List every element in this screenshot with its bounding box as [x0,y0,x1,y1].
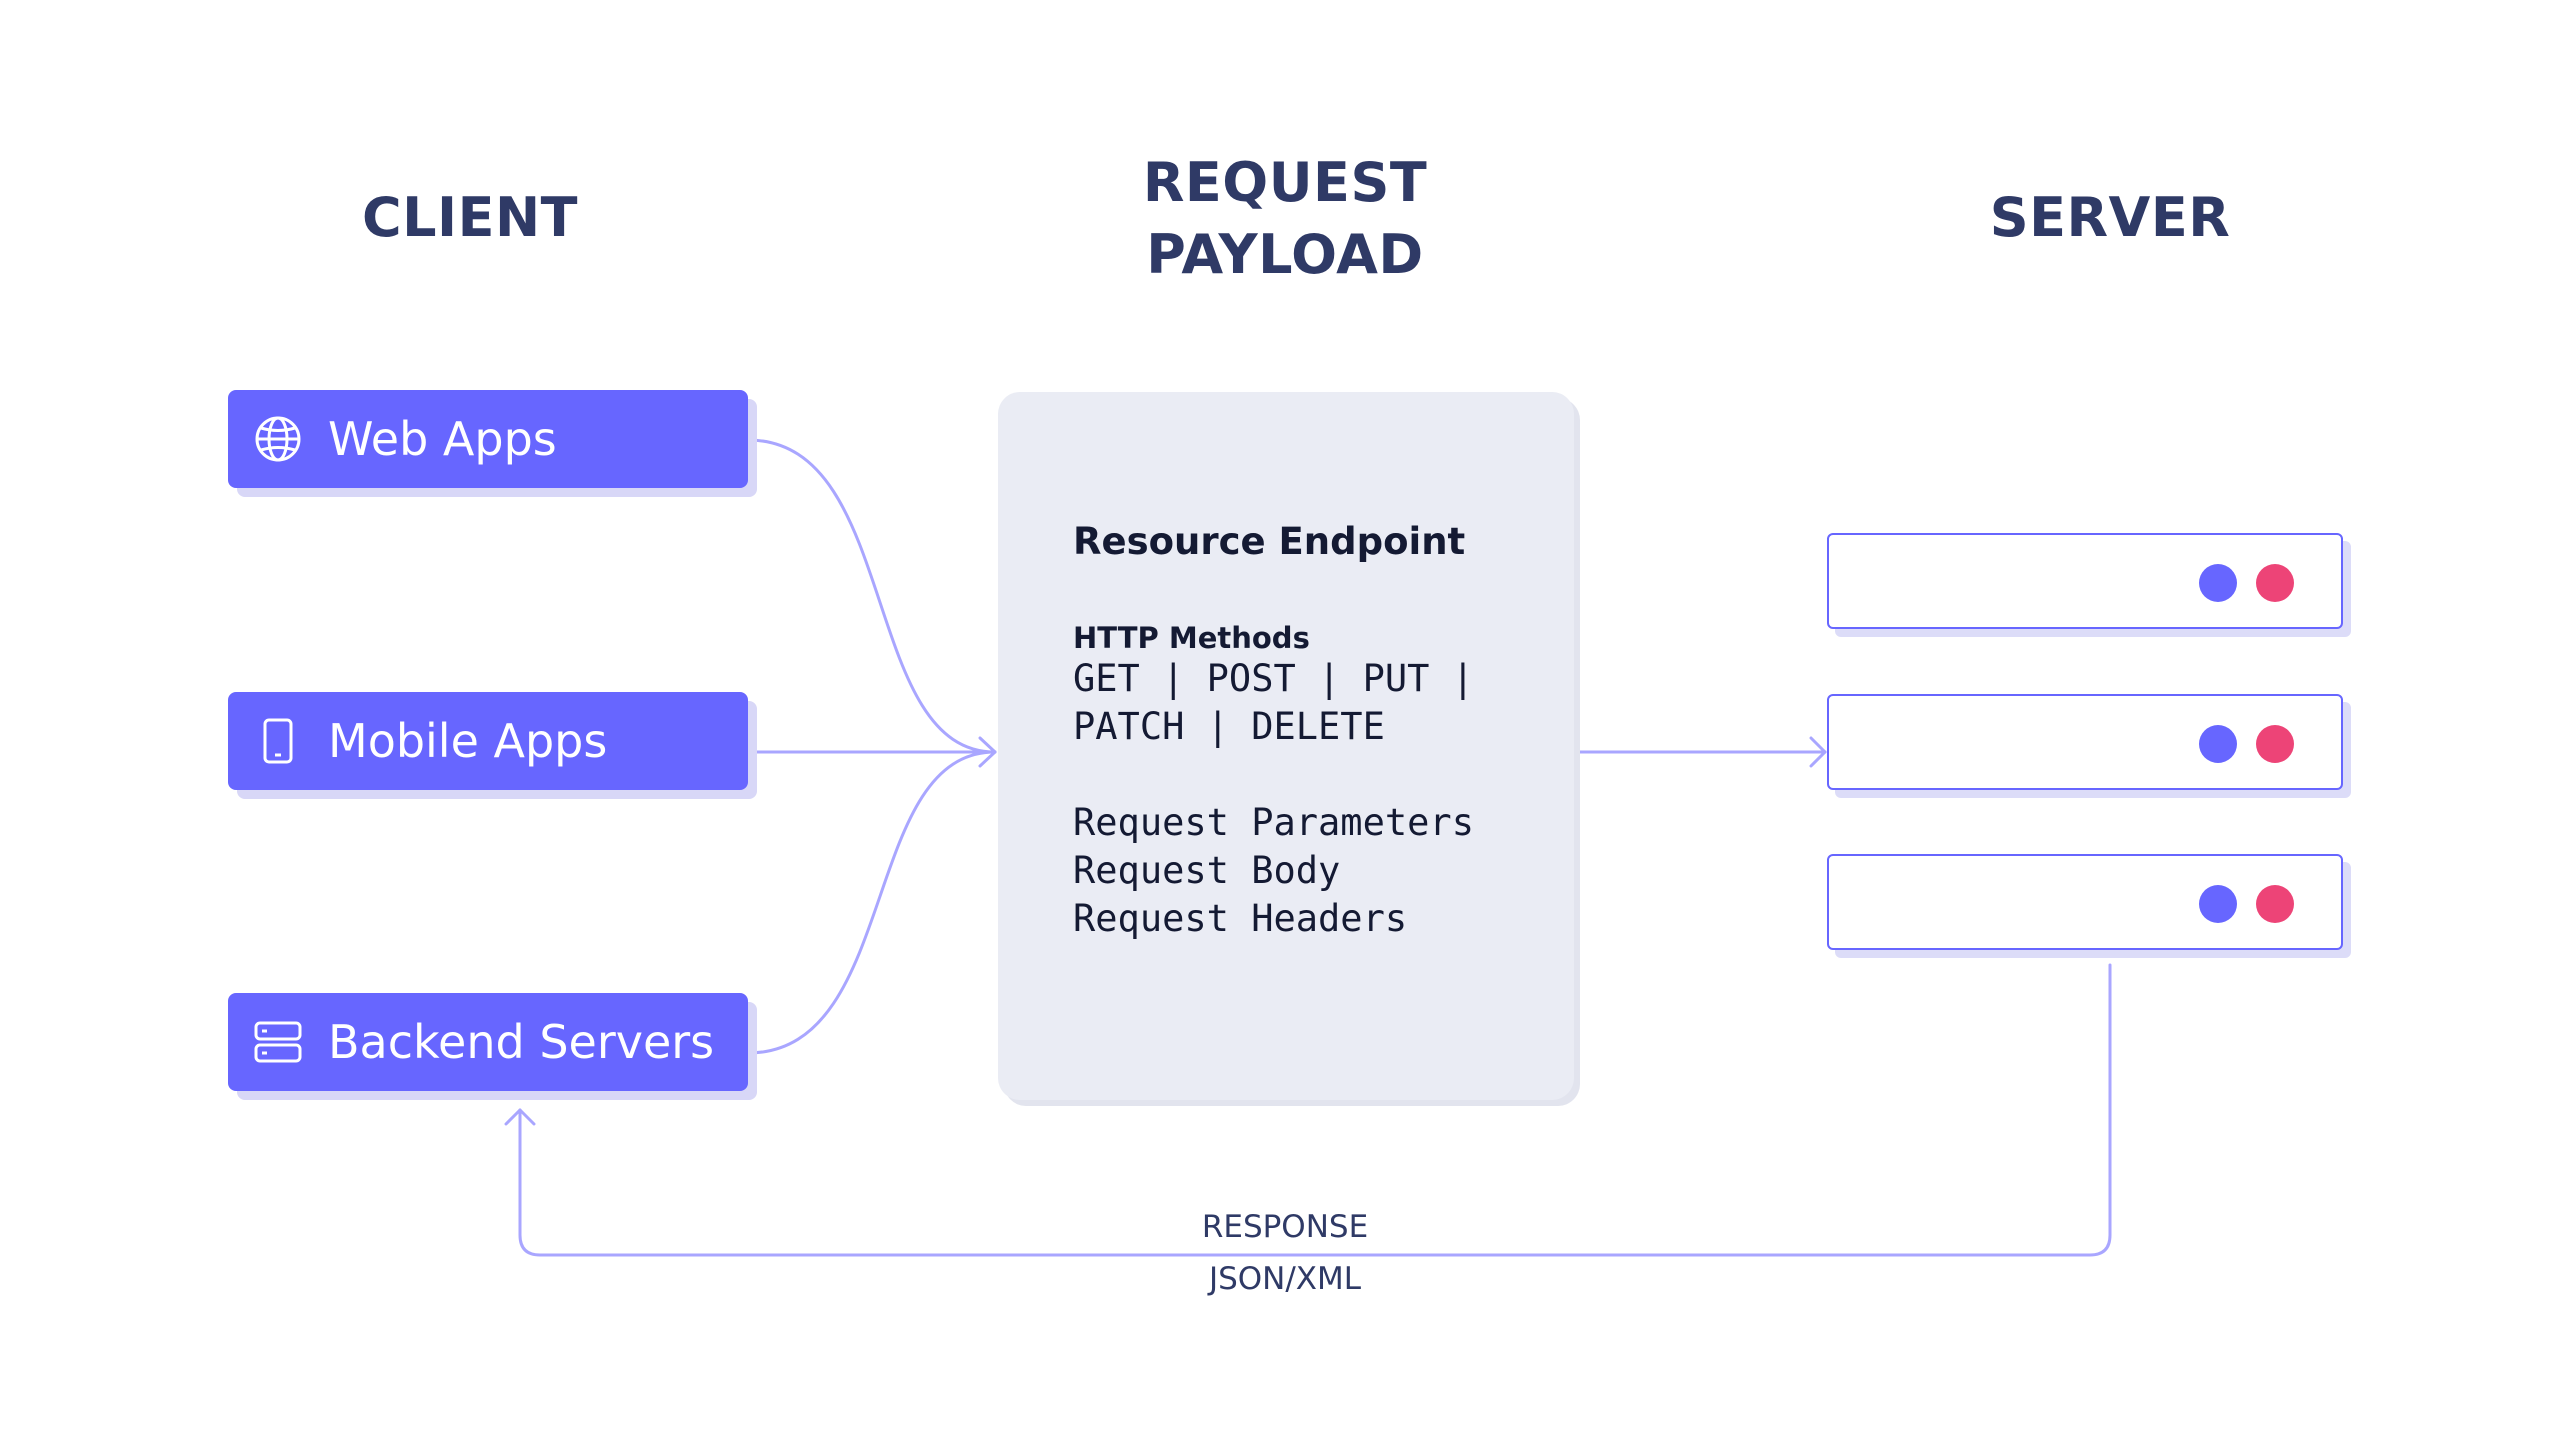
request-payload-column-title: REQUEST PAYLOAD [1085,147,1485,291]
client-column-title: CLIENT [361,186,579,249]
request-payload-content: Resource Endpoint HTTP Methods GET | POS… [1073,520,1553,943]
connector-backend-to-payload [746,750,997,1055]
status-dot-pink [2256,725,2294,763]
server-instance [1827,533,2343,629]
request-payload-title-line1: REQUEST [1142,151,1428,214]
http-methods-line2: PATCH | DELETE [1073,705,1385,748]
client-web-apps: Web Apps [228,390,748,488]
server-arrowhead [1809,736,1827,768]
server-column-title: SERVER [1989,186,2231,249]
response-label: RESPONSE JSON/XML [1085,1201,1485,1305]
server-instance [1827,694,2343,790]
resource-endpoint-label: Resource Endpoint [1073,520,1466,563]
client-web-apps-label: Web Apps [328,412,557,466]
connector-web-to-payload [746,438,997,754]
response-label-line2: JSON/XML [1208,1261,1362,1297]
client-backend-servers: Backend Servers [228,993,748,1091]
status-dot-pink [2256,885,2294,923]
http-methods-title: HTTP Methods [1073,621,1310,655]
mobile-phone-icon [252,715,304,767]
request-payload-card [998,392,1574,1100]
client-mobile-apps: Mobile Apps [228,692,748,790]
status-dot-blue [2199,725,2237,763]
http-methods-line1: GET | POST | PUT | [1073,657,1474,700]
server-stack-icon [252,1016,304,1068]
response-label-line1: RESPONSE [1201,1209,1369,1245]
status-dot-blue [2199,885,2237,923]
client-backend-servers-label: Backend Servers [328,1015,715,1069]
server-instance [1827,854,2343,950]
response-return-line [518,963,2112,1257]
response-arrowhead [504,1108,536,1126]
request-parameters-label: Request Parameters [1073,801,1474,844]
payload-arrowhead [978,736,997,768]
globe-icon [252,413,304,465]
request-headers-label: Request Headers [1073,897,1408,940]
status-dot-pink [2256,564,2294,602]
status-dot-blue [2199,564,2237,602]
request-payload-title-line2: PAYLOAD [1146,223,1424,286]
request-body-label: Request Body [1073,849,1341,892]
client-mobile-apps-label: Mobile Apps [328,714,608,768]
